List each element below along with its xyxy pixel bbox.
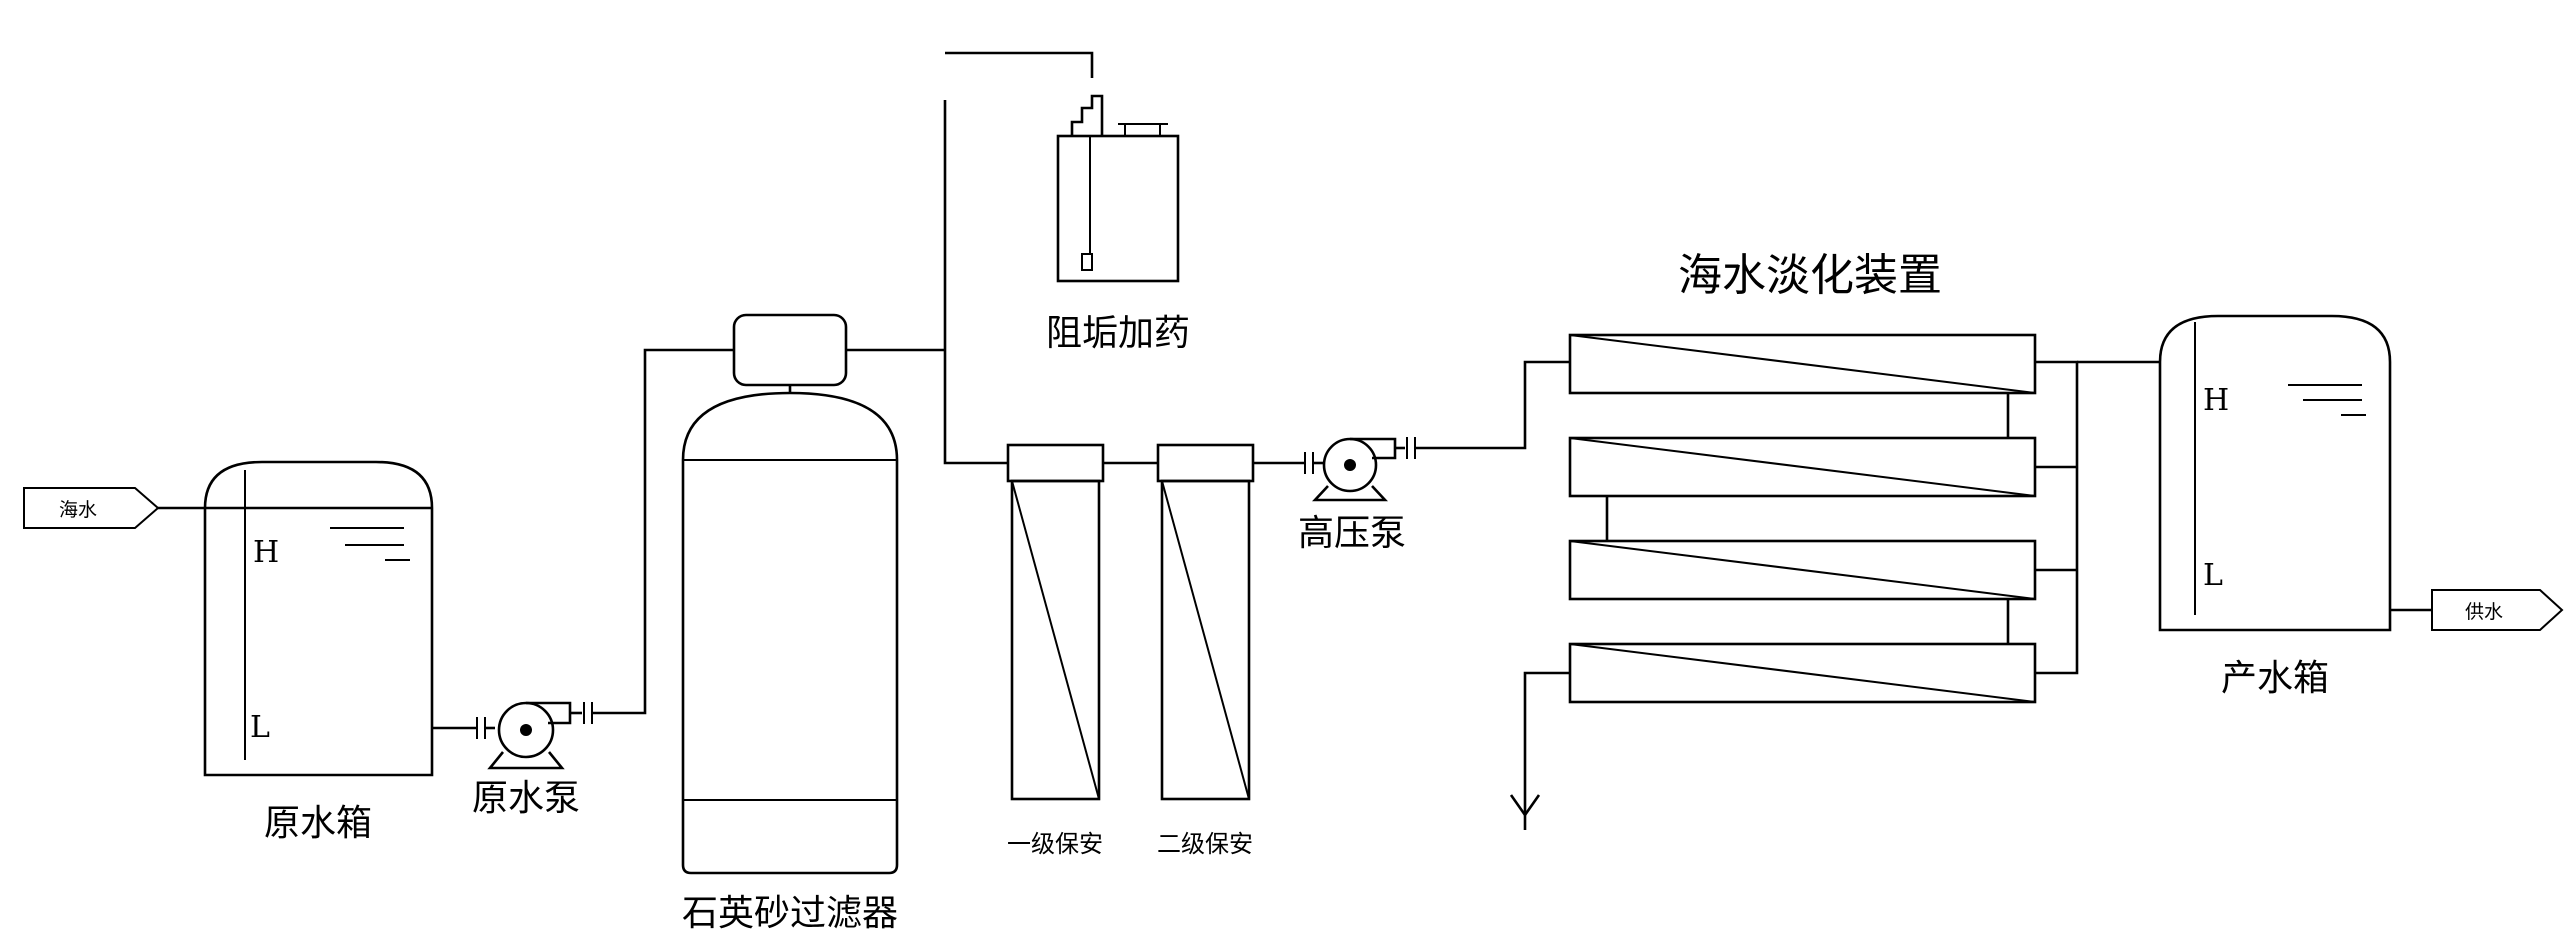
ro-unit-title: 海水淡化装置 bbox=[1678, 250, 1942, 301]
raw-tank-low-mark: L bbox=[250, 710, 270, 745]
seawater-inlet-tag: 海水 bbox=[23, 487, 160, 529]
high-pressure-pump-label: 高压泵 bbox=[1298, 513, 1406, 554]
filter-control-valve bbox=[732, 313, 848, 387]
raw-tank-high-mark: H bbox=[253, 535, 279, 570]
quartz-sand-filter bbox=[681, 313, 899, 875]
dosing-tank bbox=[1056, 134, 1180, 283]
product-tank-low-mark: L bbox=[2203, 558, 2223, 593]
raw-water-tank-label: 原水箱 bbox=[264, 803, 372, 844]
antiscalant-dosing-label: 阻垢加药 bbox=[1046, 313, 1190, 354]
security-filter-stage-2 bbox=[1156, 443, 1255, 801]
high-pressure-pump bbox=[1304, 437, 1416, 502]
raw-water-pump-label: 原水泵 bbox=[472, 778, 580, 819]
raw-water-tank: H L bbox=[203, 460, 434, 777]
water-supply-label: 供水 bbox=[2465, 601, 2503, 623]
pump-to-filter-pipe bbox=[592, 348, 734, 715]
product-water-tank: H L bbox=[2158, 314, 2392, 632]
antiscalant-dosing-unit bbox=[1056, 94, 1180, 283]
main-header-pipe bbox=[943, 100, 1008, 465]
dosing-line bbox=[945, 51, 1094, 78]
product-tank-high-mark: H bbox=[2203, 383, 2229, 418]
ro-membrane-1 bbox=[1568, 333, 2037, 395]
security-filter-stage-1-label: 一级保安 bbox=[1007, 830, 1103, 858]
seawater-inlet-label: 海水 bbox=[59, 499, 97, 521]
security-filter-stage-2-label: 二级保安 bbox=[1157, 830, 1253, 858]
water-supply-tag: 供水 bbox=[2431, 589, 2564, 631]
ro-membrane-unit bbox=[1568, 333, 2079, 704]
raw-water-pump bbox=[476, 701, 593, 770]
hp-pump-to-ro-pipe bbox=[1415, 360, 1570, 450]
product-water-tank-label: 产水箱 bbox=[2221, 658, 2329, 699]
concentrate-drain-pipe bbox=[1523, 671, 1570, 830]
security-filter-stage-1 bbox=[1006, 443, 1105, 801]
drain-outlet-symbol bbox=[1509, 794, 1541, 818]
quartz-sand-filter-label: 石英砂过滤器 bbox=[682, 893, 898, 934]
dosing-pump bbox=[1070, 94, 1104, 136]
